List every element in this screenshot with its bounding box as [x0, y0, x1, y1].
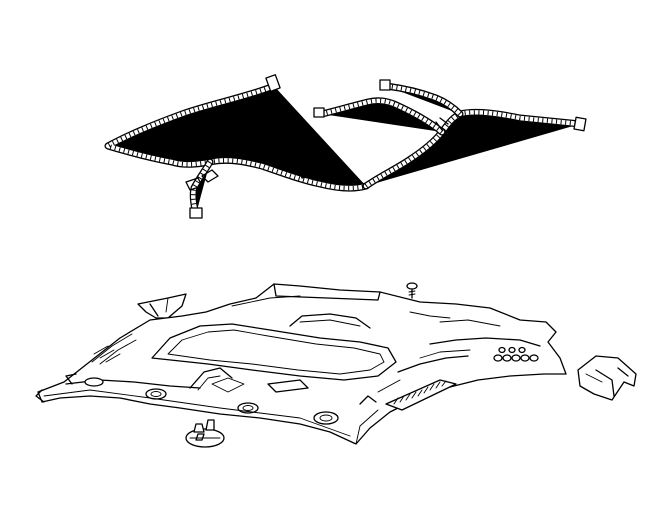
left-pillar-bracket-icon	[137, 293, 187, 319]
right-pillar-bracket-icon	[577, 355, 637, 401]
headliner-wiring-harness-icon	[108, 74, 587, 219]
headliner-panel-icon	[35, 283, 567, 445]
dome-lamp-base-icon	[185, 419, 225, 448]
push-pin-fastener-icon	[406, 282, 418, 299]
